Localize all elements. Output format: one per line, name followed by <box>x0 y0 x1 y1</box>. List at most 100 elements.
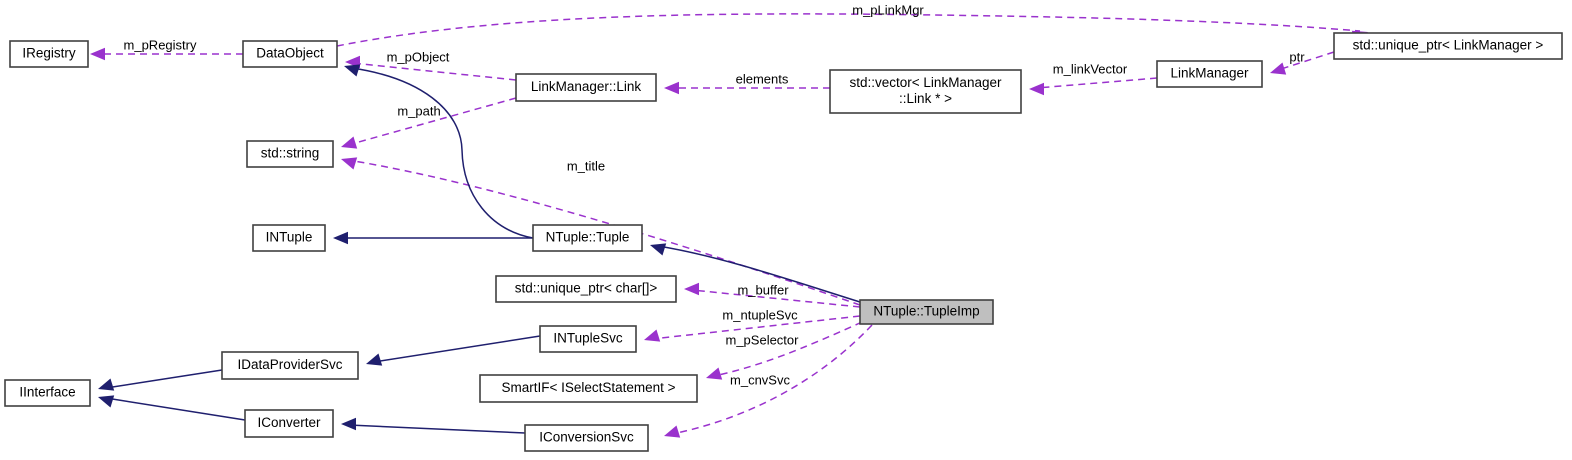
node-box[interactable] <box>4 379 91 407</box>
arrowhead <box>341 157 358 170</box>
edge-e-m_linkVector <box>1029 77 1158 96</box>
edge-labels-layer: m_pRegistrym_pLinkMgrm_pObjectm_pathelem… <box>124 2 1306 387</box>
node-label: INTupleSvc <box>553 331 623 346</box>
edge-e-m_buffer <box>684 282 861 308</box>
edge-label-e-m_buffer: m_buffer <box>737 282 789 297</box>
node-intuplesvc[interactable]: INTupleSvc <box>539 325 637 353</box>
arrowhead <box>98 378 115 391</box>
node-box[interactable] <box>221 351 359 380</box>
arrowhead <box>98 395 115 408</box>
node-label: NTuple::Tuple <box>546 230 630 245</box>
edge-label-e-elements: elements <box>736 71 789 86</box>
node-label: std::unique_ptr< LinkManager > <box>1353 38 1544 53</box>
node-idataprovidersvc[interactable]: IDataProviderSvc <box>221 351 359 380</box>
arrowhead <box>664 81 679 95</box>
node-box[interactable] <box>1333 32 1563 60</box>
node-label: std::string <box>261 146 320 161</box>
node-label: IConverter <box>257 415 321 430</box>
edge-e-m_pRegistry <box>90 47 243 61</box>
node-ntupletupleimp[interactable]: NTuple::TupleImp <box>859 299 994 325</box>
edge-e-inh-intuple <box>333 231 533 245</box>
edge-e-inh-intuplesvc <box>366 335 541 366</box>
node-box[interactable] <box>244 409 334 438</box>
edge-e-elements <box>664 81 830 95</box>
node-iconverter[interactable]: IConverter <box>244 409 334 438</box>
edge-label-e-m_path: m_path <box>397 103 440 118</box>
arrowhead <box>333 231 348 245</box>
node-box[interactable] <box>242 40 338 68</box>
arrowhead <box>664 425 681 438</box>
node-uniqueptrlm[interactable]: std::unique_ptr< LinkManager > <box>1333 32 1563 60</box>
edge-e-inh-idps <box>98 369 223 391</box>
node-ntupletuple[interactable]: NTuple::Tuple <box>532 224 643 252</box>
arrowhead <box>341 136 358 149</box>
node-box[interactable] <box>859 299 994 325</box>
node-box[interactable] <box>532 224 643 252</box>
node-iregistry[interactable]: IRegistry <box>9 40 89 68</box>
edge-e-inh-iconv <box>98 395 246 421</box>
arrowhead <box>90 47 105 61</box>
node-label: LinkManager <box>1170 66 1249 81</box>
node-iconversionsvc[interactable]: IConversionSvc <box>524 424 649 452</box>
edge-e-inh-dataobject-ntupletuple <box>344 64 534 239</box>
arrowhead <box>1029 82 1044 96</box>
node-iinterface[interactable]: IInterface <box>4 379 91 407</box>
edge-label-e-m_cnvSvc: m_cnvSvc <box>730 372 790 387</box>
node-box[interactable] <box>829 69 1022 114</box>
edge-e-m_pSelector <box>706 321 863 380</box>
arrowhead <box>644 329 661 342</box>
node-intuple[interactable]: INTuple <box>252 224 326 252</box>
edge-e-m_ntupleSvc <box>644 315 861 342</box>
node-smartif[interactable]: SmartIF< ISelectStatement > <box>479 374 698 403</box>
node-label: IConversionSvc <box>539 430 634 445</box>
edge-label-e-m_ntupleSvc: m_ntupleSvc <box>722 307 798 322</box>
edge-label-e-ptr: ptr <box>1289 49 1305 64</box>
edge-label-e-m_pRegistry: m_pRegistry <box>124 37 197 52</box>
node-label: LinkManager::Link <box>531 79 642 94</box>
edge-e-m_path <box>341 97 517 149</box>
node-label: std::unique_ptr< char[]> <box>515 281 658 296</box>
node-label: IInterface <box>19 385 75 400</box>
node-box[interactable] <box>252 224 326 252</box>
node-box[interactable] <box>479 374 698 403</box>
node-stdstring[interactable]: std::string <box>246 140 334 168</box>
arrowhead <box>1270 62 1287 75</box>
node-stdvector[interactable]: std::vector< LinkManager::Link * > <box>829 69 1022 114</box>
node-box[interactable] <box>539 325 637 353</box>
node-dataobject[interactable]: DataObject <box>242 40 338 68</box>
edge-e-inh-tupleimp <box>650 243 861 303</box>
node-label: IDataProviderSvc <box>237 357 342 372</box>
node-label: ::Link * > <box>899 91 952 106</box>
edge-label-e-m_linkVector: m_linkVector <box>1053 61 1128 76</box>
edge-e-m_title <box>341 157 861 306</box>
node-box[interactable] <box>515 73 657 102</box>
arrowhead <box>366 353 383 366</box>
arrowhead <box>344 64 361 77</box>
edge-e-inh-iconvsvc <box>341 417 526 434</box>
node-box[interactable] <box>1156 60 1263 88</box>
edge-e-ptr <box>1270 51 1335 75</box>
arrowhead <box>684 282 699 296</box>
node-uniqueptrchar[interactable]: std::unique_ptr< char[]> <box>495 275 677 303</box>
node-label: SmartIF< ISelectStatement > <box>501 380 675 395</box>
edge-label-e-m_pObject: m_pObject <box>387 49 450 64</box>
node-label: NTuple::TupleImp <box>873 304 979 319</box>
edge-label-e-m_pSelector: m_pSelector <box>726 332 800 347</box>
arrowhead <box>706 367 723 380</box>
edge-e-m_pLinkMgr <box>336 13 1368 47</box>
node-lmlink[interactable]: LinkManager::Link <box>515 73 657 102</box>
arrowhead <box>341 417 356 431</box>
node-box[interactable] <box>524 424 649 452</box>
node-box[interactable] <box>246 140 334 168</box>
node-linkmanager[interactable]: LinkManager <box>1156 60 1263 88</box>
edge-e-m_cnvSvc <box>664 324 873 438</box>
node-box[interactable] <box>9 40 89 68</box>
node-label: std::vector< LinkManager <box>850 75 1002 90</box>
node-box[interactable] <box>495 275 677 303</box>
node-label: DataObject <box>256 46 324 61</box>
edges-layer <box>90 13 1368 438</box>
edge-label-e-m_title: m_title <box>567 158 605 173</box>
arrowhead <box>650 243 667 256</box>
